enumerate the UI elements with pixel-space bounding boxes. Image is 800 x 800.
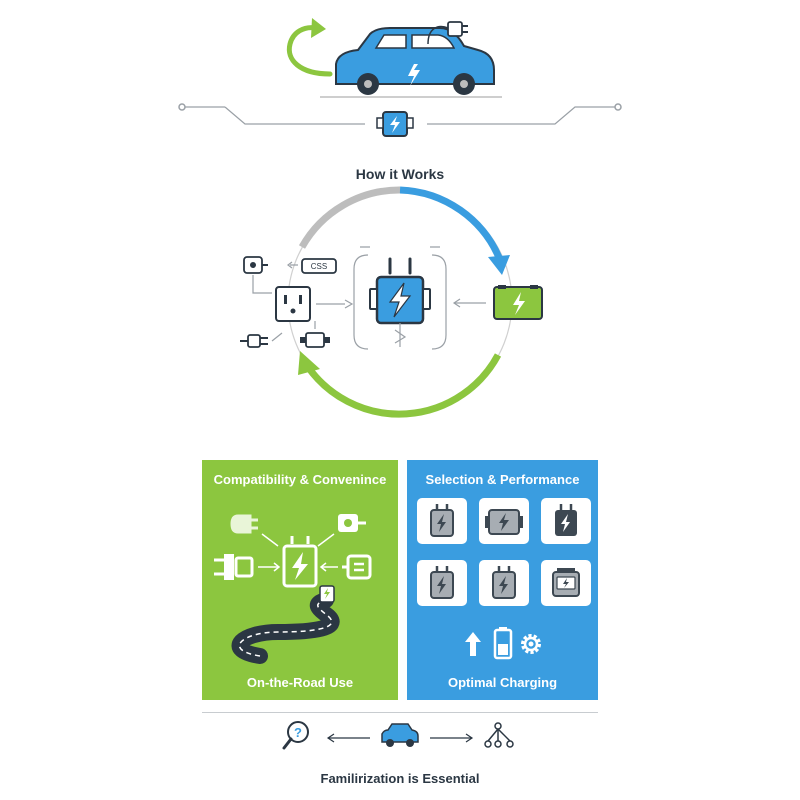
central-adapter-icon <box>369 257 431 347</box>
adapter-icon <box>376 111 414 137</box>
adapter-icon <box>555 504 577 536</box>
circuit-line <box>178 103 622 137</box>
plug-icon <box>338 514 366 532</box>
diagram-title: How it Works <box>355 166 445 182</box>
plug-icon <box>214 554 254 580</box>
plug-icon <box>243 256 272 294</box>
charging-station-icon <box>319 585 335 603</box>
up-arrow-icon <box>465 632 481 656</box>
plug-icon <box>427 21 468 45</box>
adapter-icon <box>430 504 454 537</box>
adapter-grid <box>430 504 580 660</box>
divider <box>202 712 598 713</box>
adapter-icon <box>282 536 318 588</box>
adapter-icon <box>430 566 454 599</box>
car-illustration <box>286 18 502 98</box>
panel-footer: Optimal Charging <box>447 675 558 690</box>
battery-icon <box>452 285 543 320</box>
css-connector-icon: CSS <box>287 258 337 274</box>
cycle-diagram: CSS <box>240 186 543 418</box>
wall-outlet-icon <box>275 286 311 322</box>
adapter-icon <box>485 509 523 535</box>
search-question-icon: ? <box>282 721 309 750</box>
selection-panel: Selection & Performance <box>407 460 598 700</box>
compatibility-panel: Compatibility & Convenince <box>202 460 398 700</box>
gray-arc <box>298 186 401 249</box>
plug-icon <box>240 332 283 348</box>
adapter-icon <box>492 566 516 599</box>
battery-icon <box>493 627 513 660</box>
panel-title: Selection & Performance <box>425 472 580 487</box>
car-icon <box>381 723 419 747</box>
right-arrow-icon <box>430 733 474 743</box>
return-arrow-icon <box>286 18 333 77</box>
left-arrow-icon <box>326 733 370 743</box>
bottom-strip: ? <box>282 721 514 750</box>
plug-icon <box>342 554 372 580</box>
panel-title: Compatibility & Convenince <box>213 472 387 487</box>
car-icon <box>320 27 502 98</box>
gear-icon <box>521 634 541 654</box>
adapter-icon <box>552 568 580 597</box>
svg-text:?: ? <box>294 725 302 740</box>
connector-icon <box>300 321 330 348</box>
network-icon <box>484 722 514 748</box>
plug-icon <box>230 514 258 534</box>
connector-label: CSS <box>311 262 327 271</box>
footer-caption: Familirization is Essential <box>320 771 480 786</box>
compatibility-graphic <box>214 514 372 664</box>
road-icon <box>231 592 340 664</box>
blue-arc <box>399 186 504 262</box>
green-arc <box>305 353 502 418</box>
panel-footer: On-the-Road Use <box>246 675 354 690</box>
